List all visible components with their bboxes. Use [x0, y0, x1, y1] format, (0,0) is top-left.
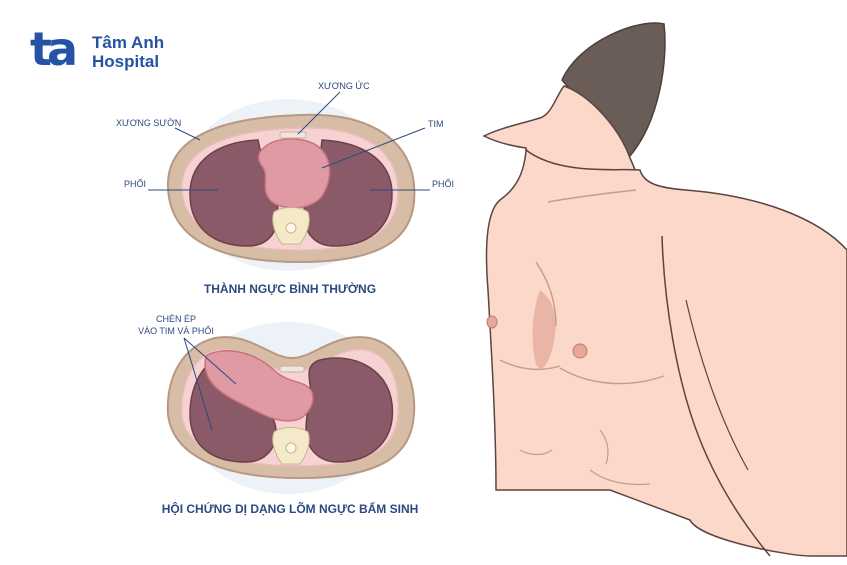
chest-depression	[532, 290, 556, 369]
pectus-chest-section: CHÈN ÉP VÀO TIM VÀ PHỔI HỘI CHỨNG DỊ DẠN…	[138, 314, 418, 516]
pectus-spinal-canal	[285, 442, 297, 454]
normal-chest-section: XƯƠNG ỨC XƯƠNG SƯỜN TIM PHỔI PHỔI THÀNH …	[116, 81, 454, 296]
abdomen-line-1	[519, 449, 553, 456]
label-lung-left: PHỔI	[124, 178, 146, 189]
logo-name-line2: Hospital	[92, 52, 160, 71]
pectoral-line-left	[499, 359, 561, 371]
logo-name-line1: Tâm Anh	[92, 33, 165, 52]
arm-inner-contour	[685, 299, 749, 471]
pectus-lung-right	[305, 357, 394, 463]
arm-contour	[661, 235, 771, 557]
torso-figure	[482, 22, 847, 557]
leader-compression-lung	[183, 337, 213, 431]
abdomen-line-3	[599, 429, 609, 465]
caption-normal: THÀNH NGỰC BÌNH THƯỜNG	[204, 281, 376, 296]
label-compression-line2: VÀO TIM VÀ PHỔI	[138, 325, 214, 336]
nipple-left	[486, 315, 498, 329]
label-sternum: XƯƠNG ỨC	[318, 81, 370, 91]
nipple-right	[572, 343, 588, 359]
normal-heart	[257, 138, 331, 209]
label-heart: TIM	[428, 119, 444, 129]
leader-sternum	[297, 91, 341, 135]
label-compression-line1: CHÈN ÉP	[156, 314, 196, 324]
label-lung-right: PHỔI	[432, 178, 454, 189]
hospital-logo: ta Tâm Anh Hospital	[30, 24, 200, 80]
logo-mark: ta	[30, 22, 78, 76]
normal-sternum	[279, 131, 307, 139]
label-ribs: XƯƠNG SƯỜN	[116, 118, 181, 128]
leader-heart	[321, 127, 426, 169]
caption-pectus: HỘI CHỨNG DỊ DẠNG LÕM NGỰC BẨM SINH	[162, 501, 419, 516]
chest-depression-edge	[535, 261, 557, 327]
collarbone	[547, 189, 637, 203]
normal-spinal-canal	[285, 222, 297, 234]
pectoral-line-right	[559, 367, 665, 385]
abdomen-line-2	[589, 469, 651, 486]
pectus-sternum	[279, 365, 305, 373]
leader-compression-heart	[183, 337, 237, 385]
torso	[485, 148, 847, 557]
leader-ribs	[174, 127, 201, 141]
pectus-heart	[204, 350, 314, 422]
